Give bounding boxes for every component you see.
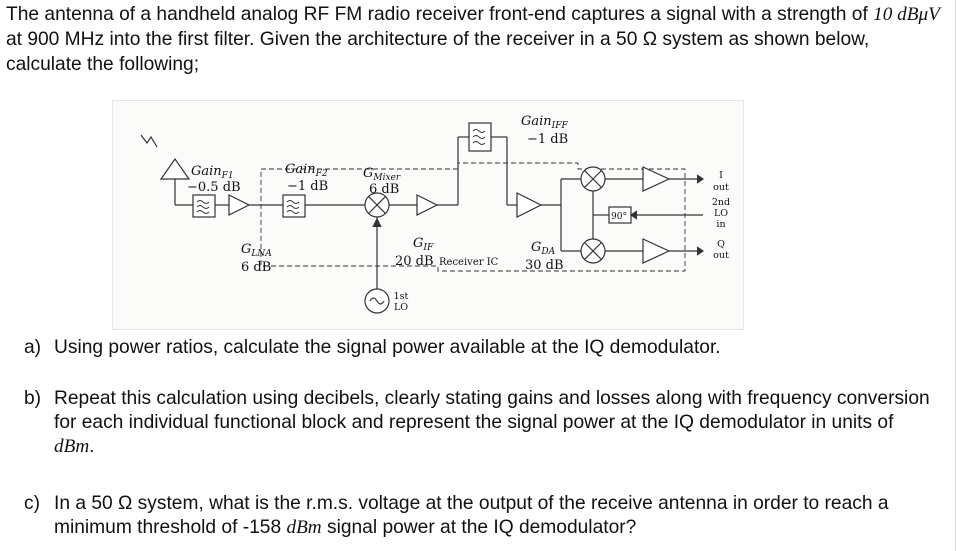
gain-f1-label: GainF1: [191, 164, 234, 181]
q-out-label: Q: [717, 239, 725, 250]
driver-amplifier-icon: [516, 192, 543, 218]
intro-text-1: The antenna of a handheld analog RF FM r…: [6, 4, 874, 25]
gain-iff-label: GainIFF: [521, 114, 568, 131]
gain-iff-value: −1 dB: [527, 132, 568, 147]
question-b: b) Repeat this calculation using decibel…: [24, 387, 934, 459]
question-c-label: c): [24, 493, 40, 514]
gain-lna-label: GLNA: [241, 242, 272, 259]
gain-if-value: 20 dB: [395, 254, 434, 269]
question-a-text: Using power ratios, calculate the signal…: [54, 337, 721, 358]
i-out-label: I: [719, 170, 723, 181]
antenna-icon: [159, 157, 191, 180]
lo1-label-2: LO: [394, 302, 408, 313]
gain-lna-value: 6 dB: [241, 260, 271, 275]
question-c: c) In a 50 Ω system, what is the r.m.s. …: [24, 492, 934, 540]
intro-text-2: at 900 MHz into the first filter. Given …: [6, 29, 870, 75]
unit-dbm: dBm: [54, 436, 90, 457]
filter-f2-icon: [282, 194, 306, 218]
gain-mixer-label: GMixer: [363, 166, 401, 183]
gain-f1-value: −0.5 dB: [187, 180, 241, 195]
receiver-ic-label: Receiver IC: [439, 257, 499, 268]
gain-f2-label: GainF2: [285, 162, 328, 179]
signal-wave-icon: [140, 134, 158, 148]
if-amplifier-icon: [416, 194, 439, 216]
question-a: a) Using power ratios, calculate the sig…: [24, 336, 934, 360]
lo2-label-3: in: [716, 219, 725, 230]
receiver-block-diagram: GainF1 −0.5 dB GainF2 −1 dB GMixer 6 dB …: [112, 100, 744, 330]
gain-da-label: GDA: [531, 240, 556, 257]
question-c-text: In a 50 Ω system, what is the r.m.s. vol…: [54, 493, 889, 538]
signal-strength-value: 10 dBμV: [873, 4, 940, 25]
lo1-label-1: 1st: [394, 291, 409, 302]
i-output-buffer-icon: [642, 166, 671, 192]
q-out-label-2: out: [713, 250, 729, 261]
i-out-label-2: out: [713, 182, 729, 193]
gain-da-value: 30 dB: [525, 258, 564, 273]
phase-label: 90°: [611, 212, 627, 222]
question-b-label: b): [24, 388, 42, 409]
problem-statement: The antenna of a handheld analog RF FM r…: [6, 2, 946, 77]
gain-f2-value: −1 dB: [287, 179, 328, 194]
question-b-text: Repeat this calculation using decibels, …: [54, 388, 930, 457]
gain-mixer-value: 6 dB: [369, 182, 399, 197]
q-output-buffer-icon: [642, 238, 671, 264]
lo2-label-1: 2nd: [712, 197, 730, 208]
unit-dbm: dBm: [286, 517, 322, 538]
if-filter-icon: [468, 122, 492, 152]
lna-amplifier-icon: [228, 194, 251, 216]
filter-f1-icon: [192, 194, 216, 218]
question-a-label: a): [24, 337, 42, 358]
lo2-label-2: LO: [714, 208, 728, 219]
gain-if-label: GIF: [413, 236, 434, 253]
